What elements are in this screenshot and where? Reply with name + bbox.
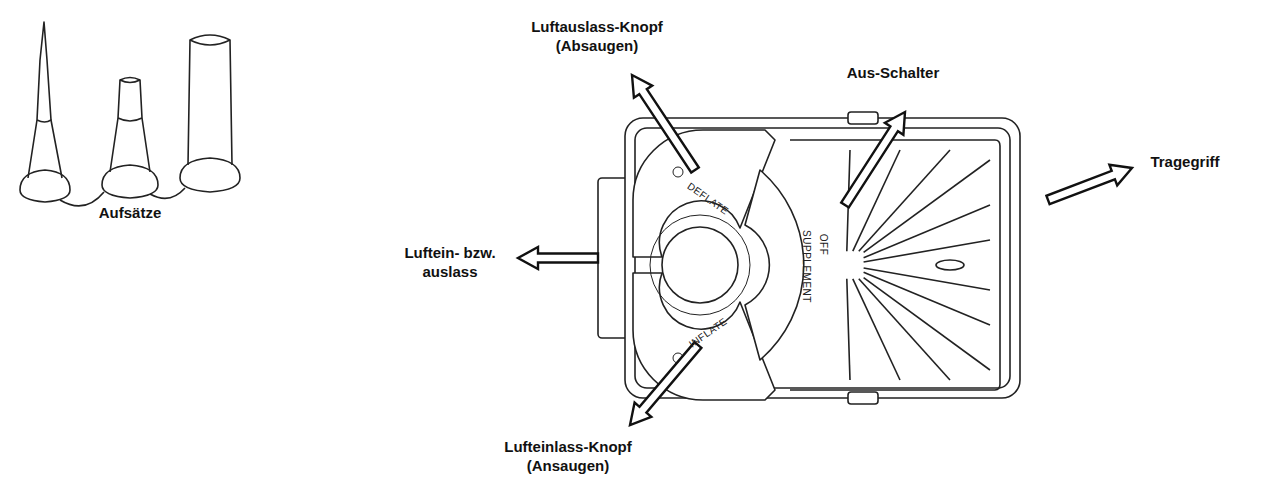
callout-arrow — [632, 75, 699, 173]
grille-line — [853, 279, 900, 380]
grille-line — [847, 279, 850, 380]
callout-arrows — [518, 75, 1132, 425]
button-print: OFF — [817, 224, 830, 264]
grille-line — [859, 279, 950, 380]
button-print: SUPPLEMENT — [800, 221, 813, 311]
part-label: Lufteinlass-Knopf (Ansaugen) — [486, 437, 651, 476]
handle-grille — [847, 150, 990, 380]
grille-line — [864, 268, 990, 290]
part-label: Luftein- bzw. auslass — [394, 243, 506, 282]
nozzle-attachments — [20, 22, 240, 206]
part-label: Luftauslass-Knopf (Absaugen) — [515, 17, 680, 56]
grille-line — [864, 160, 990, 252]
part-label: Aus-Schalter — [823, 63, 963, 83]
callout-arrow — [1046, 165, 1132, 204]
part-label: Tragegriff — [1130, 152, 1240, 172]
pump-body — [598, 112, 1020, 404]
grille-line — [864, 240, 990, 262]
control-buttons — [633, 130, 804, 400]
part-label: Aufsätze — [60, 203, 200, 223]
grille-line — [864, 272, 990, 325]
grille-line — [864, 278, 990, 370]
callout-arrow — [630, 342, 701, 425]
grille-line — [864, 205, 990, 258]
callout-arrow — [841, 112, 905, 207]
callout-arrow — [518, 247, 598, 269]
